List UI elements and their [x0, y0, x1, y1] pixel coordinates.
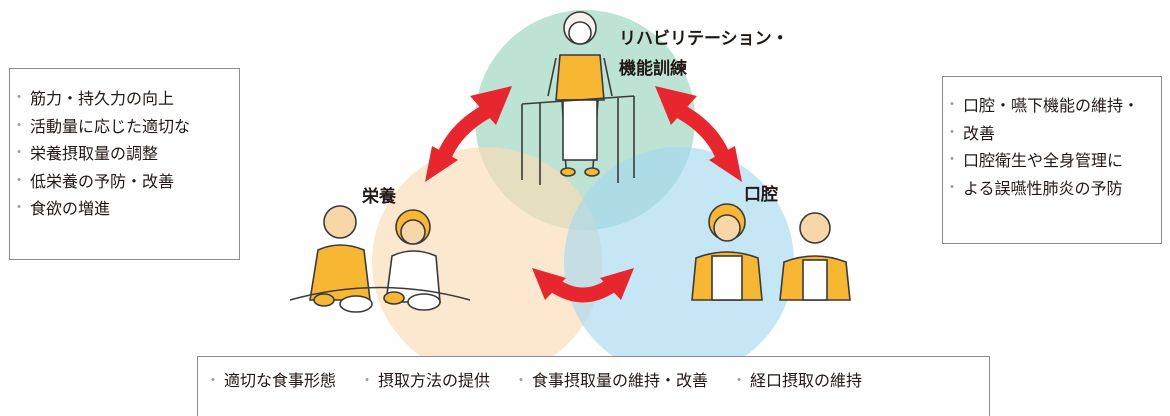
list-item: 食事摂取量の維持・改善 [514, 369, 708, 393]
arrow-head-icon [532, 268, 566, 300]
oral-benefits-box: 口腔・嚥下機能の維持・ 改善 口腔衛生や全身管理に よる誤嚥性肺炎の予防 [942, 76, 1162, 244]
list-item: よる誤嚥性肺炎の予防 [945, 175, 1155, 203]
rehab-label: リハビリテーション・ 機能訓練 [619, 24, 789, 84]
list-item: 適切な食事形態 [206, 369, 336, 393]
list-item: 口腔・嚥下機能の維持・ [945, 92, 1155, 120]
arrow-head-icon [655, 86, 697, 125]
oral-label: 口腔 [744, 185, 778, 205]
oral-circle [564, 147, 794, 377]
nutrition-couple-illustration [289, 205, 471, 313]
nutrition-oral-benefits-box: 適切な食事形態 摂取方法の提供 食事摂取量の維持・改善 経口摂取の維持 [197, 356, 990, 416]
list-item: 経口摂取の維持 [732, 369, 862, 393]
venn-illustration [289, 10, 851, 377]
rehab-nutrition-benefits-box: 筋力・持久力の向上 活動量に応じた適切な 栄養摂取量の調整 低栄養の予防・改善 … [9, 68, 240, 260]
nutrition-label: 栄養 [362, 187, 396, 207]
list-item: 栄養摂取量の調整 [12, 140, 231, 168]
nutrition-circle [372, 147, 602, 377]
arrow-head-icon [470, 86, 512, 125]
arrow-head-icon [600, 268, 634, 300]
rehab-label-line1: リハビリテーション・ [619, 29, 789, 49]
list-item: 食欲の増進 [12, 195, 231, 223]
list-item: 活動量に応じた適切な [12, 113, 231, 141]
list-item: 改善 [945, 120, 1155, 148]
list-item: 口腔衛生や全身管理に [945, 147, 1155, 175]
oral-couple-illustration [691, 203, 851, 301]
arrow-head-icon [425, 146, 458, 182]
rehab-label-line2: 機能訓練 [619, 59, 687, 79]
arrow-head-icon [709, 146, 742, 182]
list-item: 筋力・持久力の向上 [12, 85, 231, 113]
rehab-person-illustration [521, 11, 635, 185]
list-item: 低栄養の予防・改善 [12, 168, 231, 196]
list-item: 摂取方法の提供 [360, 369, 490, 393]
arrow-nutrition-oral [549, 278, 617, 303]
